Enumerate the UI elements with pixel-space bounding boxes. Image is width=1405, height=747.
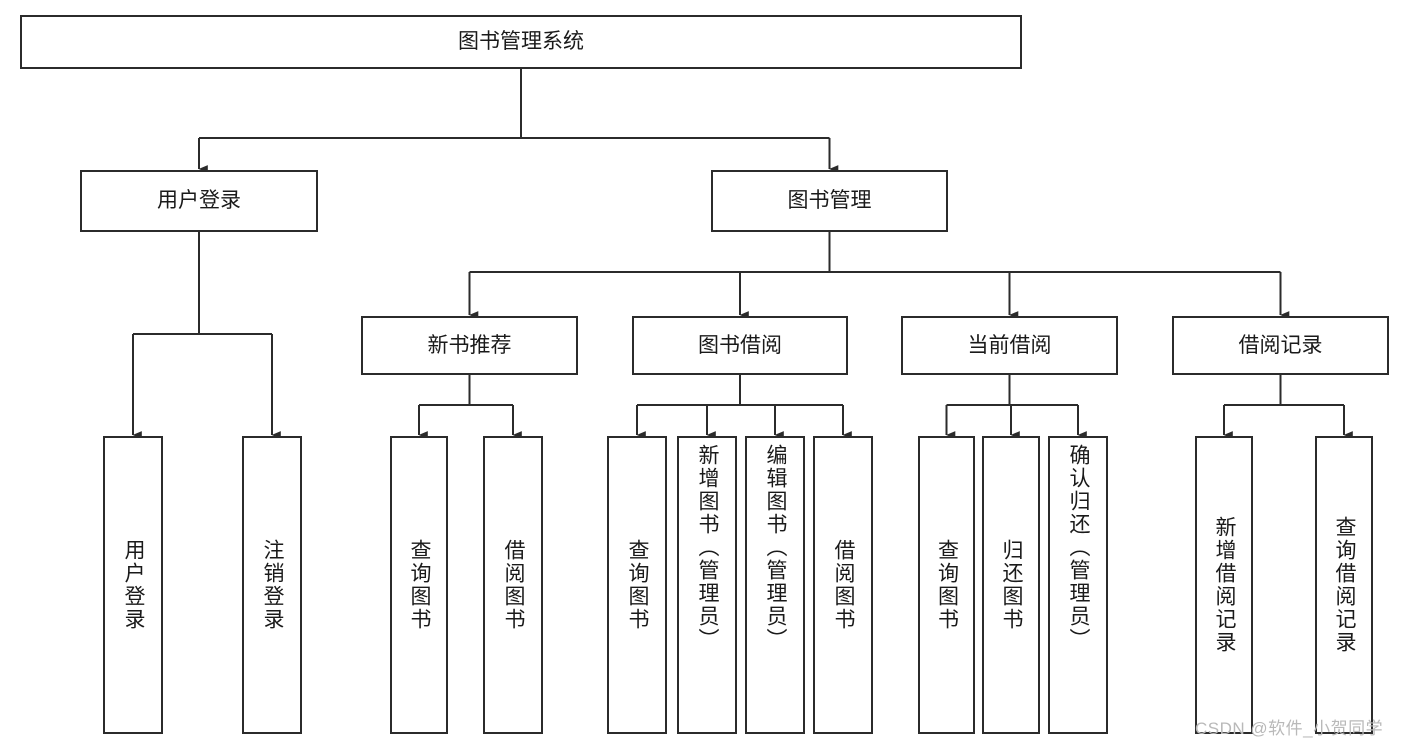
node-label: 图书管理 (787, 189, 872, 213)
node-label: 查询图书 (408, 539, 432, 631)
node-label: 新增借阅记录 (1213, 516, 1237, 654)
node-label: 查询图书 (935, 539, 959, 631)
node-leaf-cur-query: 查询图书 (918, 436, 975, 734)
node-label: 借阅记录 (1238, 333, 1323, 357)
node-leaf-rec-add: 新增借阅记录 (1195, 436, 1253, 734)
node-label: 借阅图书 (832, 539, 856, 631)
node-leaf-cur-return: 归还图书 (982, 436, 1040, 734)
node-leaf-bw-edit: 编辑图书（管理员） (745, 436, 805, 734)
node-label: 图书管理系统 (458, 30, 584, 54)
node-l2-new-book: 新书推荐 (361, 316, 578, 375)
node-l1-book-mgmt: 图书管理 (711, 170, 948, 232)
node-leaf-bw-add: 新增图书（管理员） (677, 436, 737, 734)
node-l2-current: 当前借阅 (901, 316, 1118, 375)
node-label: 用户登录 (157, 189, 241, 213)
node-label: 归还图书 (1000, 539, 1024, 631)
node-leaf-bw-query: 查询图书 (607, 436, 667, 734)
node-leaf-rec-query: 查询借阅记录 (1315, 436, 1373, 734)
node-label: 新书推荐 (427, 333, 512, 357)
node-leaf-nb-borrow: 借阅图书 (483, 436, 543, 734)
node-root: 图书管理系统 (20, 15, 1022, 69)
node-label: 用户登录 (122, 539, 146, 631)
node-l2-borrow: 图书借阅 (632, 316, 848, 375)
node-label: 注销登录 (261, 539, 285, 631)
node-label: 确认归还（管理员） (1067, 444, 1091, 651)
node-leaf-user-login: 用户登录 (103, 436, 163, 734)
edge-layer (131, 69, 1353, 439)
node-l1-user-login: 用户登录 (80, 170, 318, 232)
node-leaf-bw-borrow: 借阅图书 (813, 436, 873, 734)
node-label: 当前借阅 (967, 333, 1052, 357)
node-label: 查询借阅记录 (1333, 516, 1357, 654)
node-label: 图书借阅 (698, 333, 782, 357)
node-leaf-nb-query: 查询图书 (390, 436, 448, 734)
node-leaf-user-logout: 注销登录 (242, 436, 302, 734)
node-label: 编辑图书（管理员） (764, 444, 788, 651)
node-l2-record: 借阅记录 (1172, 316, 1389, 375)
node-label: 新增图书（管理员） (696, 444, 720, 651)
node-label: 查询图书 (626, 539, 650, 631)
node-leaf-cur-confirm: 确认归还（管理员） (1048, 436, 1108, 734)
node-label: 借阅图书 (502, 539, 526, 631)
